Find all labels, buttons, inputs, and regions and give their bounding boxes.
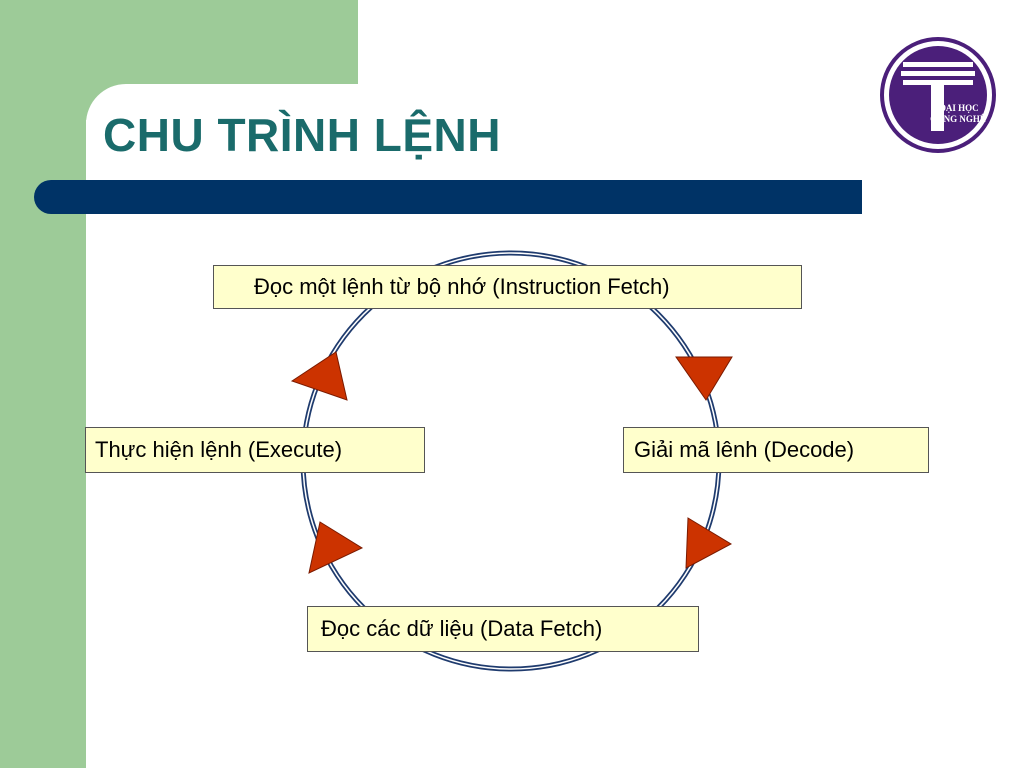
step-execute: Thực hiện lệnh (Execute) <box>85 427 425 473</box>
university-logo: ĐẠI HỌC CÔNG NGHỆ <box>880 37 996 153</box>
title-underline-bar <box>34 180 862 214</box>
sidebar-green-band <box>0 0 86 768</box>
arrow-left-upper <box>290 351 348 401</box>
step-instruction-fetch: Đọc một lệnh từ bộ nhớ (Instruction Fetc… <box>213 265 802 309</box>
logo-text-line1: ĐẠI HỌC <box>939 103 978 113</box>
step-decode: Giải mã lênh (Decode) <box>623 427 929 473</box>
step-data-fetch: Đọc các dữ liệu (Data Fetch) <box>307 606 699 652</box>
arrow-right-lower <box>685 517 733 569</box>
logo-t-mark <box>901 62 975 131</box>
arrow-left-lower <box>308 521 364 574</box>
slide-title: CHU TRÌNH LỆNH <box>103 109 501 161</box>
logo-text-line2: CÔNG NGHỆ <box>930 114 986 124</box>
arrow-down-right <box>675 356 733 401</box>
